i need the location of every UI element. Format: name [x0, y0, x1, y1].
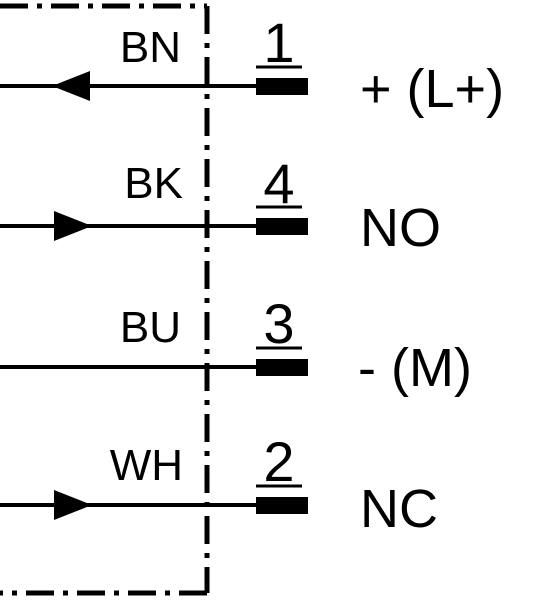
- signal-label: NC: [360, 479, 438, 539]
- device-boundary: [0, 3, 210, 596]
- wire-row-3: BU 3 - (M): [0, 292, 472, 398]
- terminal-pin: [256, 497, 308, 514]
- pin-number-label: 4: [263, 152, 294, 215]
- terminal-pin: [256, 359, 308, 376]
- wire-row-1: BN 1 + (L+): [0, 11, 504, 119]
- right-pointing-arrow-icon: [54, 490, 92, 520]
- signal-label: NO: [360, 198, 441, 258]
- wire-color-label: BU: [120, 303, 181, 352]
- pin-number-label: 1: [263, 11, 294, 74]
- right-pointing-arrow-icon: [54, 211, 92, 241]
- signal-label: - (M): [358, 338, 472, 398]
- wire-row-2: BK 4 NO: [0, 152, 441, 258]
- wire-color-label: BN: [120, 23, 181, 72]
- pin-number-label: 2: [263, 430, 294, 493]
- terminal-pin: [256, 78, 308, 95]
- wire-row-4: WH 2 NC: [0, 430, 438, 539]
- signal-label: + (L+): [360, 59, 504, 119]
- pin-number-label: 3: [263, 292, 294, 355]
- left-pointing-arrow-icon: [52, 71, 90, 101]
- wire-color-label: BK: [124, 159, 183, 208]
- wire-color-label: WH: [110, 441, 183, 490]
- terminal-pin: [256, 218, 308, 235]
